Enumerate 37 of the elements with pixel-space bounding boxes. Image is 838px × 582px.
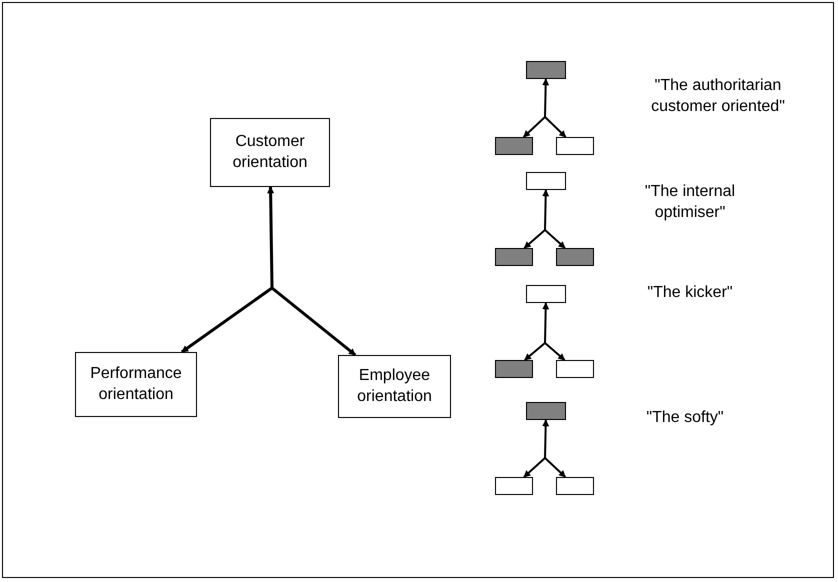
arrow [542,189,550,230]
type-label: "The authoritarian customer oriented" [650,76,786,117]
empty-box [556,137,594,155]
arrow [544,457,566,478]
filled-box [526,402,566,420]
box-label: Employee orientation [356,366,433,406]
filled-box [526,61,566,79]
filled-box [495,248,533,266]
empty-box [556,477,594,495]
filled-box [495,137,533,155]
arrow [523,457,546,478]
arrow [522,116,546,138]
arrow [180,286,273,354]
box-label: Customer orientation [232,132,308,172]
filled-box [556,248,594,266]
orientation-box [338,355,451,418]
type-label: "The softy" [645,408,725,428]
orientation-box [75,352,197,417]
empty-box [526,172,566,190]
type-label: "The kicker" [646,283,734,303]
arrow [542,302,550,344]
arrow [544,229,566,249]
arrow [267,186,274,288]
arrow [542,419,550,458]
arrow [271,286,356,356]
orientation-box [210,118,330,187]
arrow [544,116,566,138]
filled-box [495,360,533,378]
arrow [542,78,550,118]
empty-box [556,360,594,378]
empty-box [495,477,533,495]
arrow [524,229,546,249]
arrow [544,342,566,361]
type-label: "The internal optimiser" [644,182,736,223]
empty-box [526,285,566,303]
arrow [524,342,546,361]
box-label: Performance orientation [89,364,183,404]
